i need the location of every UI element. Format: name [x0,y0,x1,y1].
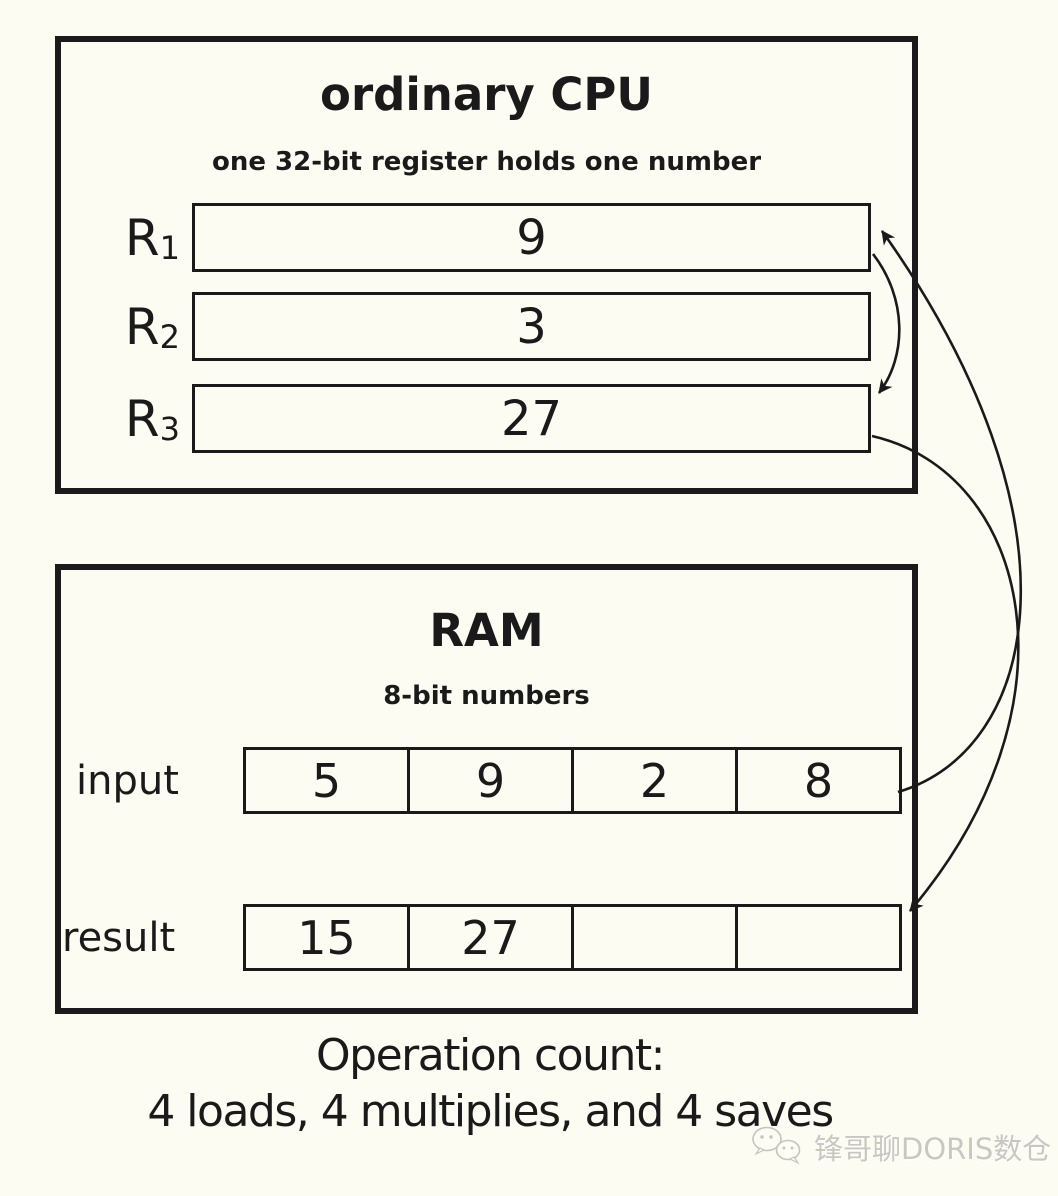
register-r2-value-cell: 3 [192,292,871,361]
ram-title: RAM [429,604,544,657]
register-subscript: 2 [159,317,180,356]
register-r3-value-cell: 27 [192,384,871,453]
result-cell-4 [735,904,902,971]
operation-count-detail: 4 loads, 4 multiplies, and 4 saves [147,1086,834,1137]
cpu-subtitle: one 32-bit register holds one number [211,147,762,177]
register-name: R [124,389,160,448]
watermark: 锋哥聊DORIS数仓 [750,1124,1051,1170]
input-row-label: input [76,757,179,804]
input-cell-4: 8 [735,747,902,814]
input-cell-1: 5 [243,747,410,814]
register-r1-value-cell: 9 [192,203,871,272]
result-row-label: result [62,914,176,961]
result-cell-1: 15 [243,904,410,971]
input-cell-2: 9 [407,747,574,814]
result-cell-2: 27 [407,904,574,971]
cpu-title: ordinary CPU [320,68,653,121]
register-subscript: 1 [159,228,180,267]
ram-subtitle: 8-bit numbers [383,681,590,711]
register-name: R [124,208,160,267]
register-subscript: 3 [159,409,180,448]
watermark-text: 锋哥聊DORIS数仓 [814,1132,1052,1166]
result-cell-3 [571,904,738,971]
operation-count-heading: Operation count: [316,1030,665,1081]
register-name: R [124,297,160,356]
wechat-icon [752,1126,801,1165]
input-cell-3: 2 [571,747,738,814]
